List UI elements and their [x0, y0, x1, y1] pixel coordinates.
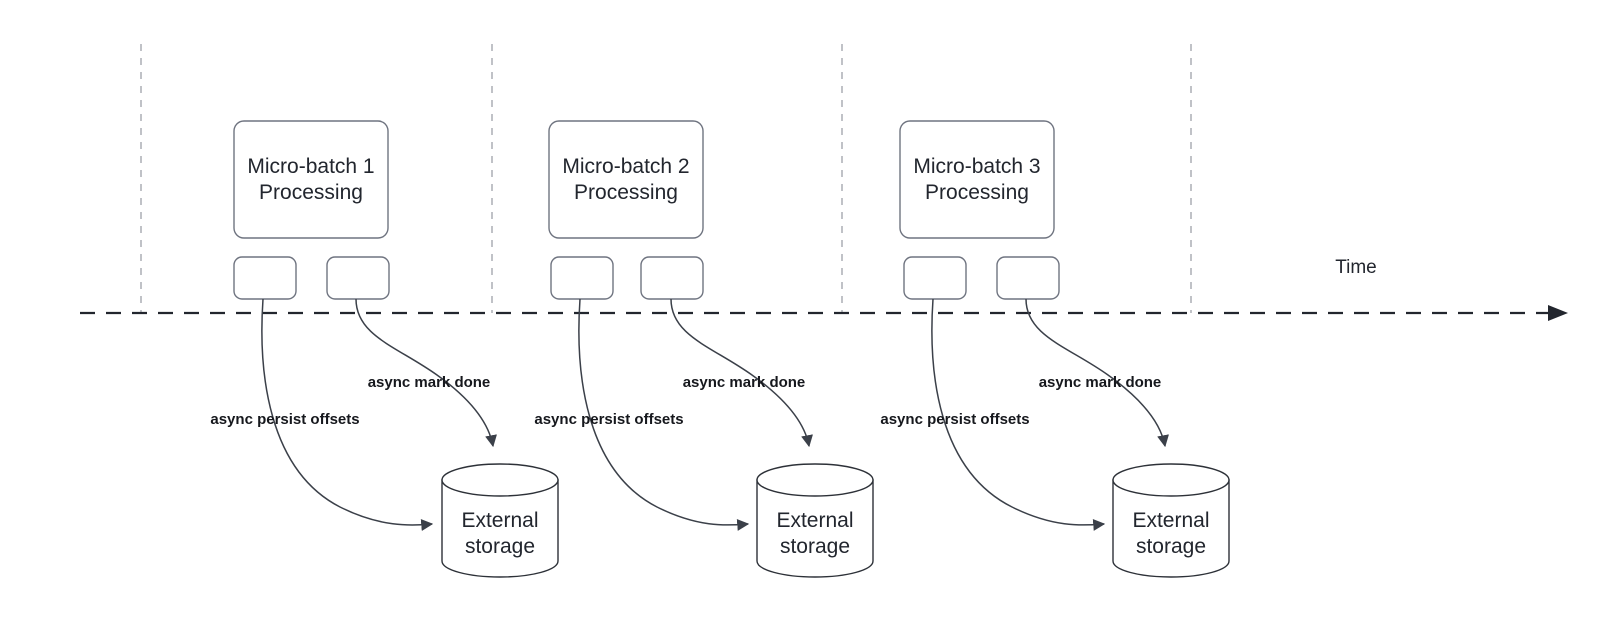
task-box-3a[interactable] [903, 256, 967, 300]
external-storage-2-label-line2: storage [780, 535, 850, 558]
task-box-1a[interactable] [233, 256, 297, 300]
cylinder-3-top [1112, 463, 1230, 497]
micro-batch-group-3: Micro-batch 3 Processing async persist o… [880, 120, 1230, 578]
external-storage-1-label-line1: External [461, 509, 538, 532]
external-storage-1-label-line2: storage [465, 535, 535, 558]
micro-batch-group-1: Micro-batch 1 Processing async persist o… [210, 120, 559, 578]
task-box-3b[interactable] [996, 256, 1060, 300]
task-box-2b[interactable] [640, 256, 704, 300]
external-storage-cylinder-3[interactable]: External storage [1112, 463, 1230, 578]
micro-batch-group-2: Micro-batch 2 Processing async persist o… [534, 120, 874, 578]
async-mark-done-label-1: async mark done [368, 374, 491, 391]
external-storage-3-label-line1: External [1132, 509, 1209, 532]
external-storage-3-label-line2: storage [1136, 535, 1206, 558]
tick-line-group [140, 44, 1192, 313]
async-mark-done-label-2: async mark done [683, 374, 806, 391]
async-persist-offsets-arrow-3 [931, 298, 1106, 531]
external-storage-cylinder-1[interactable]: External storage [441, 463, 559, 578]
micro-batch-2-label-line1: Micro-batch 2 [562, 155, 689, 178]
async-persist-offsets-label-1: async persist offsets [210, 411, 359, 428]
micro-batch-3-label-line1: Micro-batch 3 [913, 155, 1040, 178]
external-storage-2-label-line1: External [776, 509, 853, 532]
async-mark-done-arrow-1 [355, 298, 497, 448]
micro-batch-3-label-line2: Processing [925, 181, 1029, 204]
task-box-2a[interactable] [550, 256, 614, 300]
cylinder-3-body [1112, 479, 1230, 578]
async-persist-offsets-label-2: async persist offsets [534, 411, 683, 428]
cylinder-2-top [756, 463, 874, 497]
micro-batch-3-box[interactable] [899, 120, 1055, 239]
timeline-arrow-icon [1548, 305, 1568, 321]
cylinder-1-body [441, 479, 559, 578]
cylinder-1-top [441, 463, 559, 497]
external-storage-cylinder-2[interactable]: External storage [756, 463, 874, 578]
micro-batch-2-label-line2: Processing [574, 181, 678, 204]
cylinder-2-body [756, 479, 874, 578]
async-persist-offsets-arrow-1 [261, 298, 434, 531]
micro-batch-2-box[interactable] [548, 120, 704, 239]
micro-batch-1-label-line2: Processing [259, 181, 363, 204]
task-box-1b[interactable] [326, 256, 390, 300]
async-mark-done-label-3: async mark done [1039, 374, 1162, 391]
micro-batch-1-label-line1: Micro-batch 1 [247, 155, 374, 178]
time-axis-label: Time [1335, 257, 1377, 278]
async-mark-done-arrow-3 [1025, 298, 1169, 448]
async-persist-offsets-arrow-2 [578, 298, 750, 531]
async-persist-offsets-label-3: async persist offsets [880, 411, 1029, 428]
micro-batch-1-box[interactable] [233, 120, 389, 239]
async-mark-done-arrow-2 [670, 298, 813, 448]
time-axis: Time [80, 257, 1568, 321]
